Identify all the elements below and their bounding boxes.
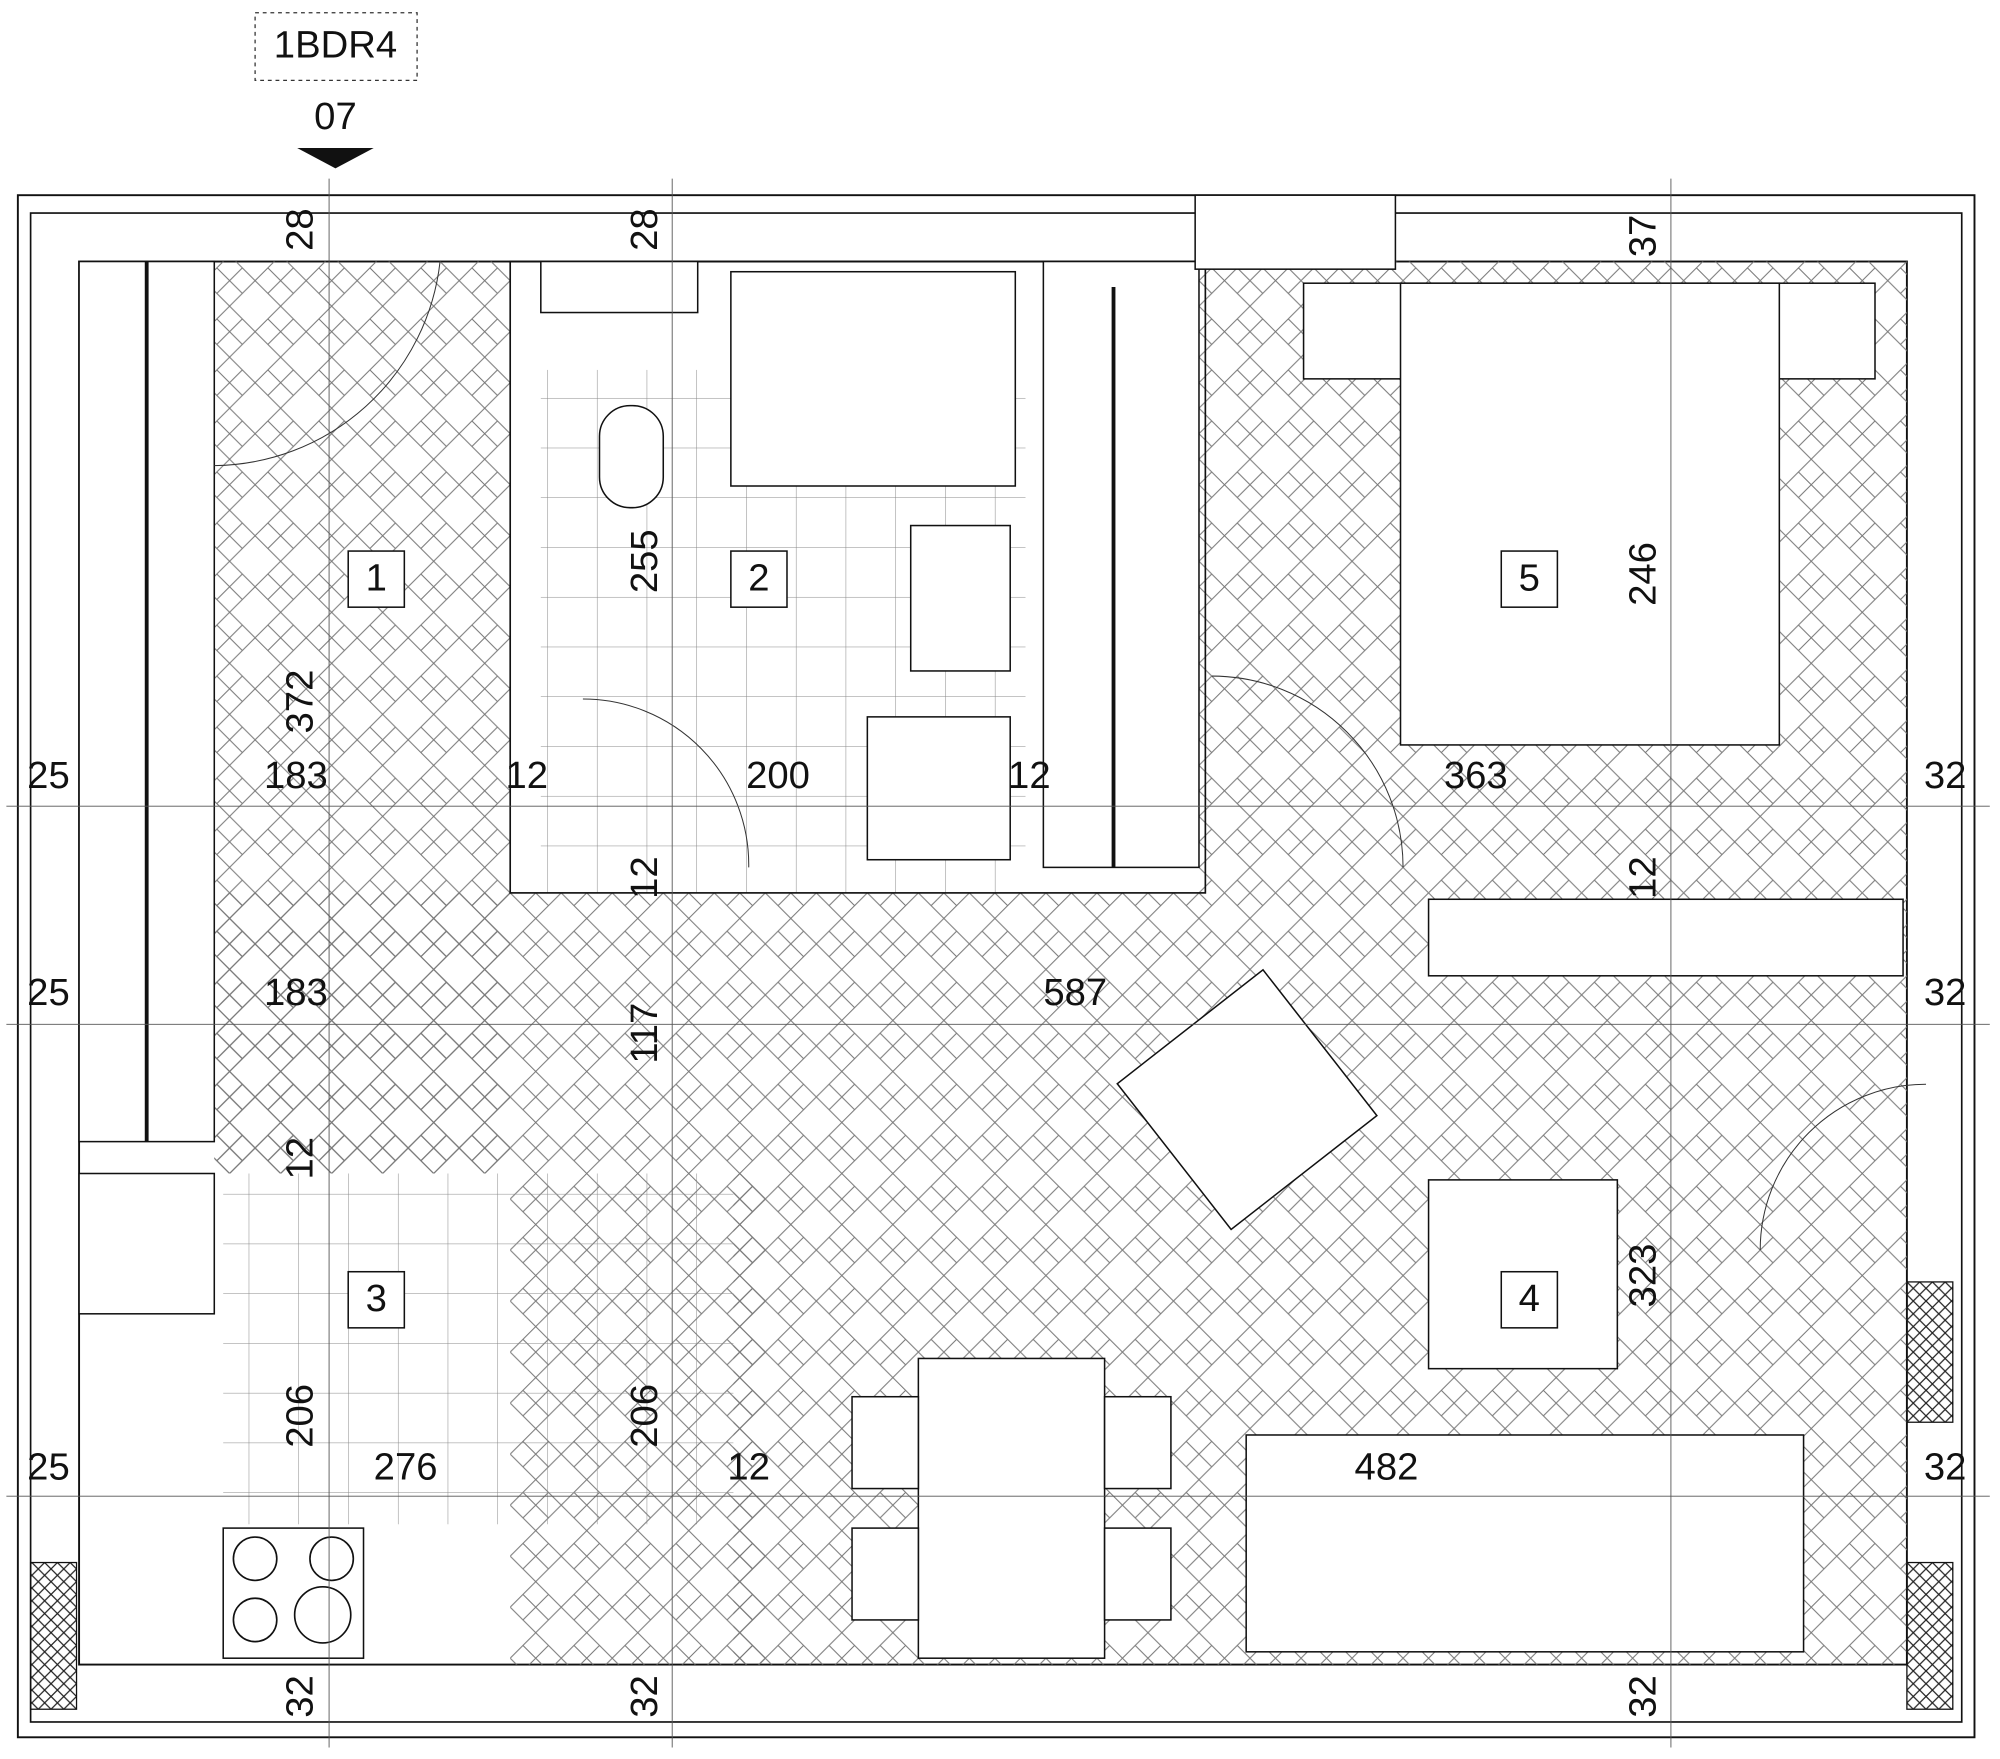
dimension: 200 bbox=[746, 754, 810, 797]
interior-walls bbox=[78, 260, 1927, 1251]
dimension: 25 bbox=[27, 754, 70, 797]
room-number: 2 bbox=[748, 557, 769, 600]
unit-label: 1BDR4 bbox=[274, 23, 397, 66]
armchair-icon bbox=[1116, 968, 1378, 1231]
dimension: 12 bbox=[623, 856, 666, 899]
dimension: 372 bbox=[278, 670, 321, 734]
dimensions: 28 28 37 25 183 12 200 12 363 32 372 255… bbox=[27, 208, 1966, 1717]
dimension: 255 bbox=[623, 529, 666, 593]
sofa-icon bbox=[1245, 1434, 1805, 1653]
dimension: 28 bbox=[623, 208, 666, 251]
dimension: 32 bbox=[623, 1675, 666, 1718]
dimension: 482 bbox=[1355, 1446, 1419, 1489]
dimension: 12 bbox=[278, 1137, 321, 1180]
dimension: 587 bbox=[1043, 971, 1107, 1014]
washing-machine-icon bbox=[866, 716, 1011, 861]
dimension: 37 bbox=[1622, 215, 1665, 258]
dimension: 28 bbox=[278, 208, 321, 251]
dimension: 12 bbox=[727, 1446, 770, 1489]
dimension: 25 bbox=[27, 1446, 70, 1489]
dimension: 32 bbox=[1924, 971, 1967, 1014]
dimension: 363 bbox=[1444, 754, 1508, 797]
dining-table-icon bbox=[917, 1357, 1106, 1659]
dimension: 183 bbox=[264, 754, 328, 797]
dimension: 183 bbox=[264, 971, 328, 1014]
room-number: 5 bbox=[1519, 557, 1540, 600]
dimension: 12 bbox=[1622, 856, 1665, 899]
furniture bbox=[29, 194, 1954, 1710]
room-number: 4 bbox=[1519, 1277, 1540, 1320]
dimension: 206 bbox=[278, 1384, 321, 1448]
dimension: 12 bbox=[506, 754, 549, 797]
dimension: 276 bbox=[374, 1446, 438, 1489]
dimension: 12 bbox=[1008, 754, 1051, 797]
section-marker: 1BDR4 07 bbox=[254, 12, 418, 169]
arrow-down-icon bbox=[297, 147, 374, 169]
dimension: 32 bbox=[278, 1675, 321, 1718]
room-number: 3 bbox=[366, 1277, 387, 1320]
dimension: 323 bbox=[1622, 1244, 1665, 1308]
sink-icon bbox=[909, 524, 1011, 672]
section-number: 07 bbox=[314, 95, 357, 138]
dimension: 32 bbox=[1924, 1446, 1967, 1489]
grid-lines bbox=[6, 178, 1990, 1748]
dimension: 25 bbox=[27, 971, 70, 1014]
dimension: 206 bbox=[623, 1384, 666, 1448]
toilet-icon bbox=[598, 404, 665, 509]
room-labels: 1 2 3 4 5 bbox=[347, 550, 1559, 1329]
dimension: 246 bbox=[1622, 542, 1665, 606]
dimension: 32 bbox=[1622, 1675, 1665, 1718]
bed-icon bbox=[1399, 282, 1781, 746]
kitchen-sink-icon bbox=[78, 1172, 216, 1315]
dimension: 117 bbox=[623, 1003, 666, 1064]
room-number: 1 bbox=[366, 557, 387, 600]
tv-console-icon bbox=[1427, 898, 1904, 977]
dimension: 32 bbox=[1924, 754, 1967, 797]
